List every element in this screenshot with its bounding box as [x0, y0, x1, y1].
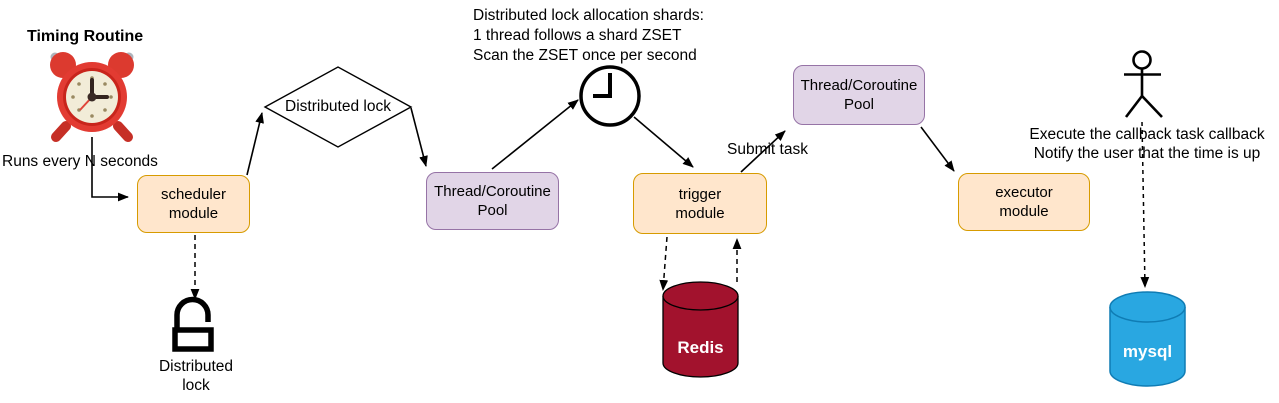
submit-task-label: Submit task — [727, 141, 808, 158]
scan-thread-pool-node: Thread/Coroutine Pool — [426, 172, 559, 230]
exec-thread-pool-node: Thread/Coroutine Pool — [793, 65, 925, 125]
decision-diamond-label: Distributed lock — [285, 98, 391, 115]
redis-label: Redis — [677, 338, 724, 357]
alarm-clock-icon — [50, 52, 134, 142]
decision-diamond — [263, 66, 413, 148]
mysql-database-cylinder — [1109, 291, 1186, 387]
analog-clock-icon — [579, 65, 641, 127]
open-padlock-icon — [172, 296, 214, 352]
executor-module-node: executor module — [958, 173, 1090, 231]
scheduler-module-node: scheduler module — [137, 175, 250, 233]
lock-caption: Distributed lock — [158, 358, 234, 394]
arrow-scan-pool-to-clock — [491, 99, 579, 170]
execute-note-line-2: Notify the user that the time is up — [1033, 145, 1261, 162]
redis-database-cylinder — [662, 281, 739, 378]
shards-note-line-3: Scan the ZSET once per second — [473, 47, 697, 64]
execute-note: Execute the callback task callback Notif… — [1014, 125, 1279, 163]
diagram-title: Timing Routine — [27, 28, 144, 45]
trigger-module-node: trigger module — [633, 173, 767, 234]
shards-note: Distributed lock allocation shards: 1 th… — [473, 6, 704, 66]
arrow-clock-to-trigger — [633, 116, 694, 168]
dashed-arrow-trigger-to-redis — [659, 236, 669, 291]
runs-every-label: Runs every N seconds — [2, 153, 158, 170]
arrow-scheduler-to-decision — [246, 112, 264, 176]
dashed-arrow-user-to-mysql — [1140, 121, 1150, 288]
shards-note-line-2: 1 thread follows a shard ZSET — [473, 27, 682, 44]
arrow-alarm-to-scheduler — [91, 137, 129, 202]
arrow-decision-to-scan-pool — [410, 107, 428, 167]
shards-note-line-1: Distributed lock allocation shards: — [473, 7, 704, 24]
execute-note-line-1: Execute the callback task callback — [1029, 126, 1265, 143]
mysql-label: mysql — [1122, 342, 1173, 361]
arrow-trigger-to-exec-pool — [740, 130, 786, 173]
stick-figure-user-icon — [1124, 50, 1163, 118]
arrow-exec-pool-to-executor — [920, 126, 955, 172]
